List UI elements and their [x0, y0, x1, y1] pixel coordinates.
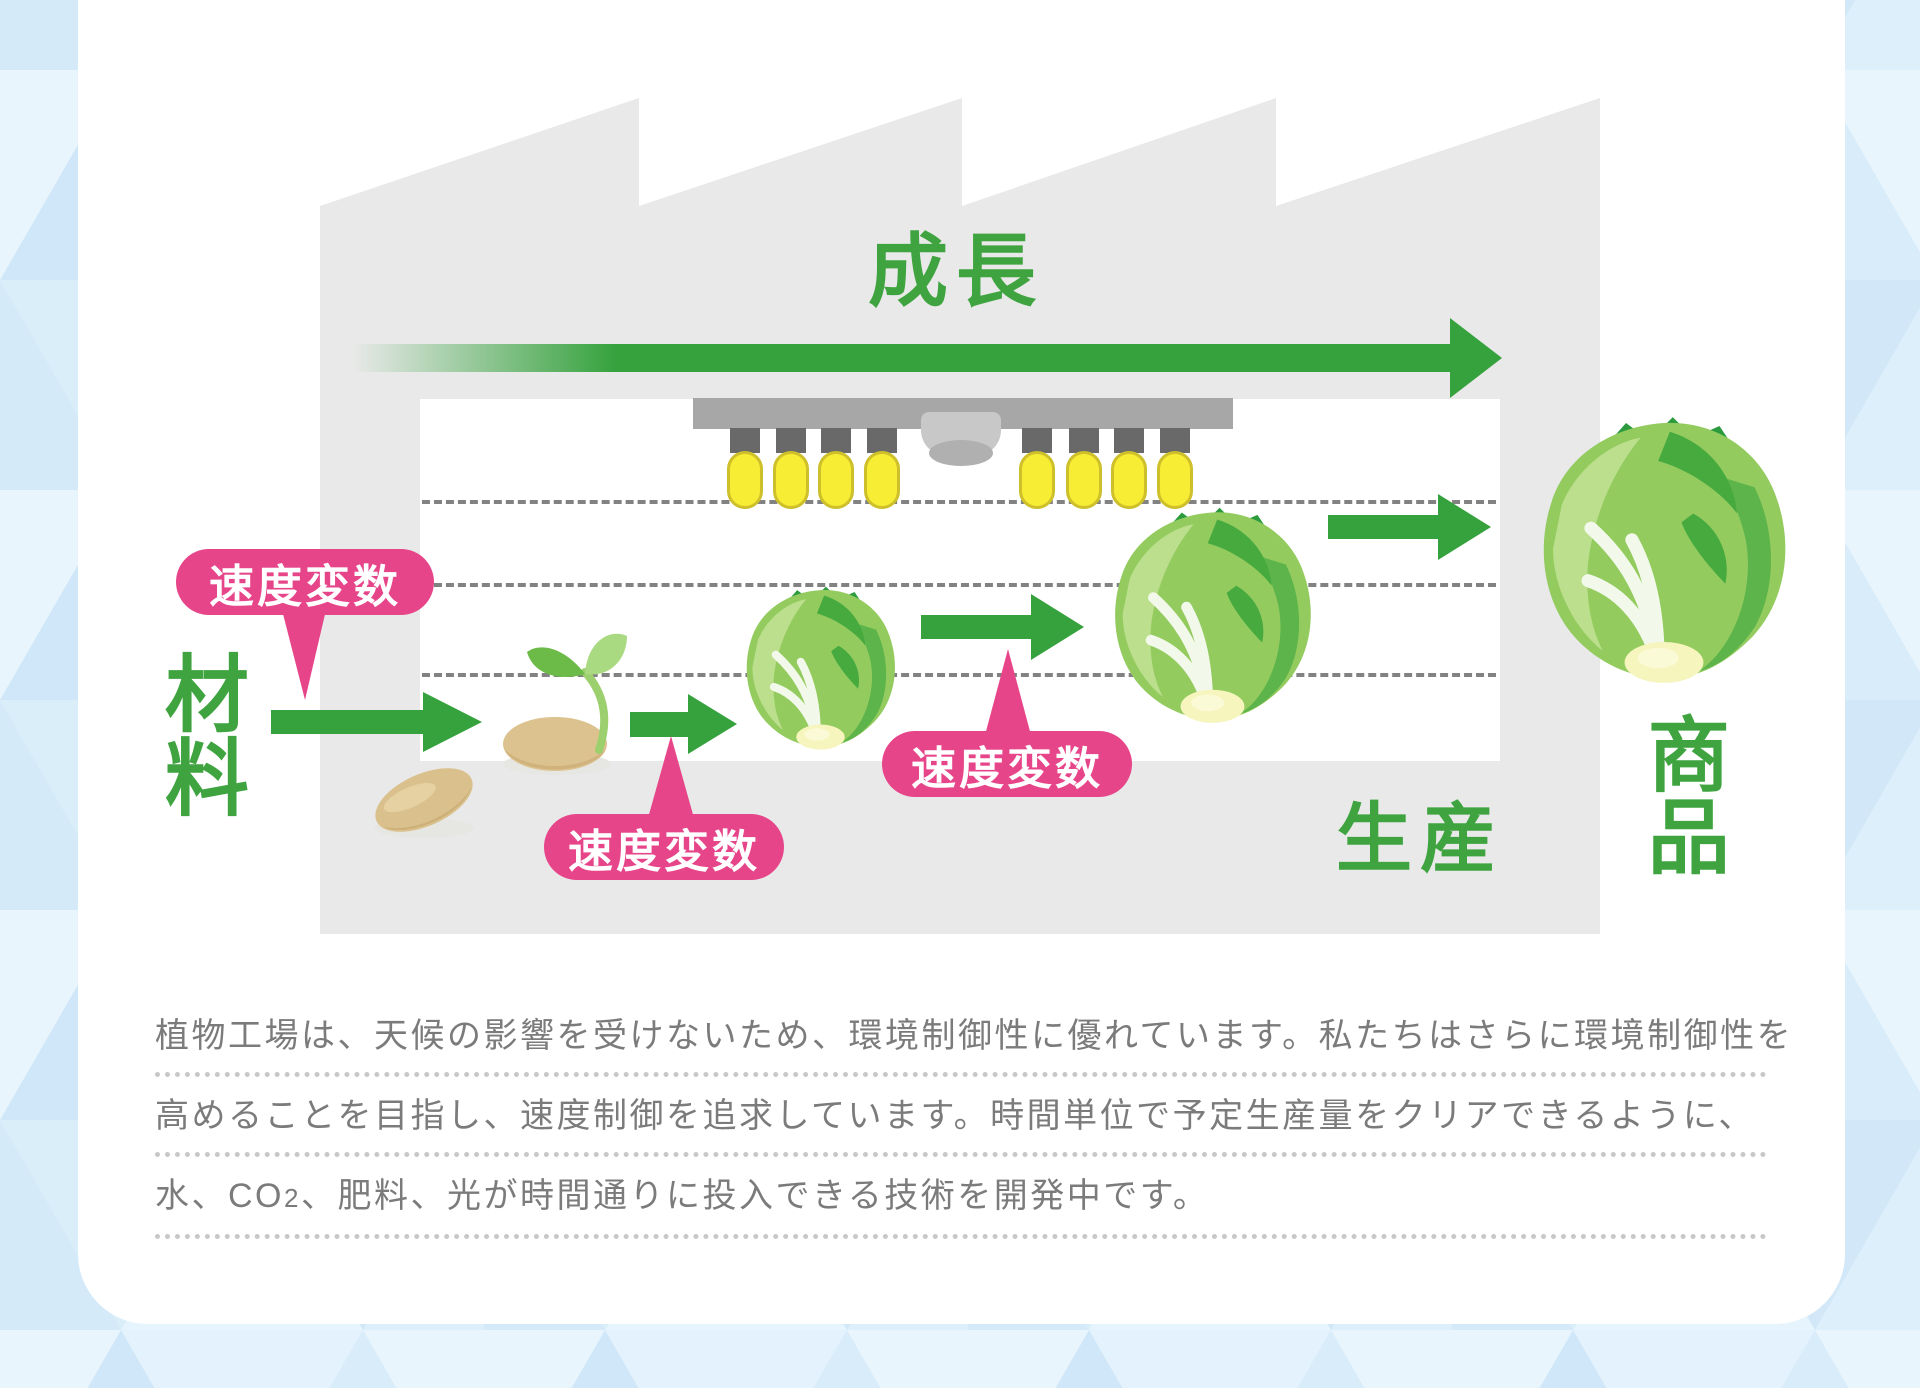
speed-variable-badge-1: 速度変数 [176, 549, 434, 615]
bulb-socket-icon [821, 428, 851, 453]
badge-label: 速度変数 [567, 825, 760, 877]
co2-subscript: 2 [284, 1183, 301, 1213]
lettuce-half-grown-icon [1090, 503, 1335, 730]
bulb-socket-icon [776, 428, 806, 453]
bulb-socket-icon [867, 428, 897, 453]
bulb-socket-icon [1069, 428, 1099, 453]
paragraph-line-3: 水、CO2、肥料、光が時間通りに投入できる技術を開発中です。 [155, 1172, 1767, 1239]
paragraph-line-3-text: 水、CO [155, 1177, 284, 1215]
led-bulb-icon [1019, 451, 1055, 509]
bulb-socket-icon [730, 428, 760, 453]
shelf-dotted-line-3 [422, 673, 1496, 677]
material-label: 材料 [153, 650, 248, 818]
bulb-socket-icon [1022, 428, 1052, 453]
led-bulb-icon [1157, 451, 1193, 509]
seed-icon [374, 768, 474, 838]
led-bulb-icon [864, 451, 900, 509]
lettuce-product-icon [1518, 411, 1810, 692]
arrow-material-to-seed-icon [271, 692, 482, 752]
shelf-dotted-line-1 [422, 500, 1496, 504]
led-bulb-icon [1066, 451, 1102, 509]
seedling-icon [503, 633, 627, 775]
speed-variable-badge-2: 速度変数 [544, 814, 784, 880]
paragraph-line-3-text: 、肥料、光が時間通りに投入できる技術を開発中です。 [300, 1177, 1210, 1215]
badge-pointer-up-icon [648, 736, 694, 818]
arrow-seed-to-seedling-icon [630, 694, 737, 754]
bulb-socket-icon [1160, 428, 1190, 453]
lettuce-small-icon [728, 583, 913, 755]
growth-title: 成長 [868, 227, 1044, 316]
camera-dome-lens [929, 440, 993, 466]
production-label: 生産 [1336, 797, 1504, 882]
led-bulb-icon [727, 451, 763, 509]
growth-arrow-icon [352, 318, 1502, 398]
led-bulb-icon [1111, 451, 1147, 509]
badge-pointer-down-icon [282, 610, 326, 700]
led-bulb-icon [773, 451, 809, 509]
arrow-half-to-full-icon [1328, 494, 1491, 560]
badge-label: 速度変数 [910, 742, 1103, 794]
badge-label: 速度変数 [208, 560, 401, 612]
bulb-socket-icon [1114, 428, 1144, 453]
paragraph-line-1: 植物工場は、天候の影響を受けないため、環境制御性に優れています。私たちはさらに環… [155, 1012, 1791, 1077]
paragraph-line-2: 高めることを目指し、速度制御を追求しています。時間単位で予定生産量をクリアできる… [155, 1092, 1767, 1157]
arrow-seedling-to-half-icon [921, 594, 1084, 660]
product-label: 商品 [1635, 712, 1727, 876]
shelf-dotted-line-2 [422, 583, 1496, 587]
description-paragraph: 植物工場は、天候の影響を受けないため、環境制御性に優れています。私たちはさらに環… [155, 1012, 1791, 1254]
led-bulb-icon [818, 451, 854, 509]
badge-pointer-up-icon [985, 649, 1031, 735]
speed-variable-badge-3: 速度変数 [882, 731, 1132, 797]
